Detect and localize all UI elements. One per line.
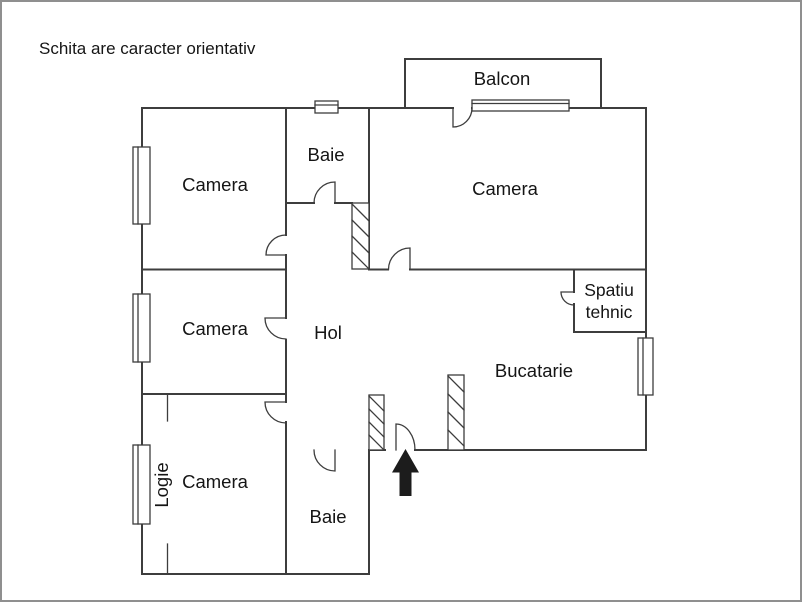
disclaimer-title: Schita are caracter orientativ <box>39 39 256 58</box>
hatched-pillars <box>351 202 465 451</box>
room-label-balcon: Balcon <box>474 68 531 89</box>
door-camera-bottom <box>264 401 287 424</box>
room-label-spatiu-tehnic-line1: Spatiu <box>584 280 634 300</box>
pillar-hol-top-hatch <box>351 203 370 270</box>
room-label-bucatarie: Bucatarie <box>495 360 573 381</box>
door-baie-bottom <box>313 449 336 472</box>
room-label-logie: Logie <box>151 462 172 507</box>
door-camera-middle <box>264 317 287 340</box>
door-spatiu-tehnic <box>560 291 575 306</box>
labels: Schita are caracter orientativ Camera Ba… <box>39 39 634 527</box>
entrance-arrow-icon <box>392 449 419 496</box>
door-camera-top-left <box>265 234 287 256</box>
window-camera-middle <box>132 293 151 363</box>
room-label-spatiu-tehnic-line2: tehnic <box>586 302 633 322</box>
window-balcon <box>471 99 570 112</box>
pillar-entrance-left-hatch <box>368 395 385 451</box>
window-logie <box>132 444 151 525</box>
window-camera-top-left <box>132 146 151 225</box>
window-bucatarie <box>637 337 654 396</box>
doors <box>264 107 575 472</box>
door-balcon <box>452 107 473 128</box>
pillar-entrance-right-hatch <box>447 375 465 447</box>
room-label-camera-bottom: Camera <box>182 471 249 492</box>
room-label-camera-top-right: Camera <box>472 178 539 199</box>
window-baie-top <box>314 100 339 114</box>
door-baie-top <box>313 181 336 204</box>
room-label-baie-bottom: Baie <box>309 506 346 527</box>
room-label-hol: Hol <box>314 322 342 343</box>
walls <box>141 58 647 575</box>
room-label-camera-top-left: Camera <box>182 174 249 195</box>
room-label-camera-middle: Camera <box>182 318 249 339</box>
door-entrance <box>395 423 416 451</box>
windows <box>132 99 654 525</box>
door-camera-top-right <box>387 247 411 271</box>
plan-lines <box>132 58 654 575</box>
room-label-baie-top: Baie <box>307 144 344 165</box>
